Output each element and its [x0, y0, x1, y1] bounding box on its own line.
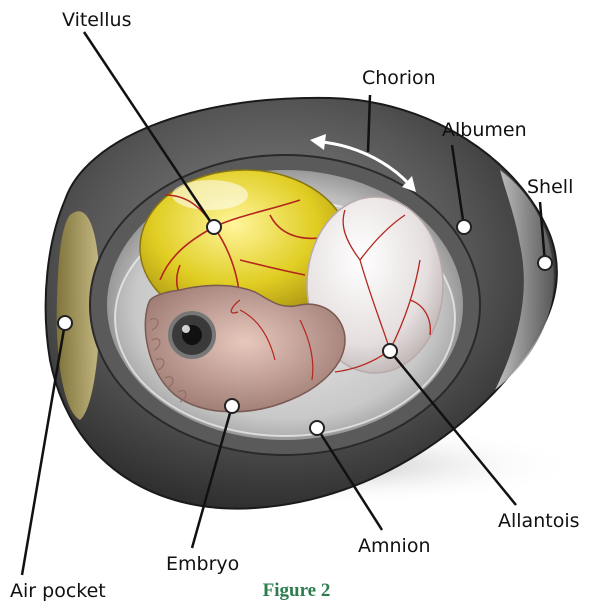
shell-dot: [538, 256, 552, 270]
yolk-highlight: [172, 180, 248, 210]
label-embryo: Embryo: [166, 553, 239, 575]
embryo-dot: [225, 399, 239, 413]
albumen-dot: [457, 220, 471, 234]
label-vitellus: Vitellus: [62, 9, 132, 31]
label-allantois: Allantois: [498, 510, 580, 532]
label-shell: Shell: [527, 176, 573, 198]
label-chorion: Chorion: [362, 67, 436, 89]
label-albumen: Albumen: [442, 119, 527, 141]
vitellus-dot: [207, 220, 221, 234]
label-amnion: Amnion: [358, 535, 431, 557]
embryo-eye-highlight: [182, 325, 190, 333]
amnion-dot: [310, 421, 324, 435]
allantois-dot: [383, 344, 397, 358]
air-pocket-dot: [58, 316, 72, 330]
figure-caption: Figure 2: [0, 580, 593, 602]
